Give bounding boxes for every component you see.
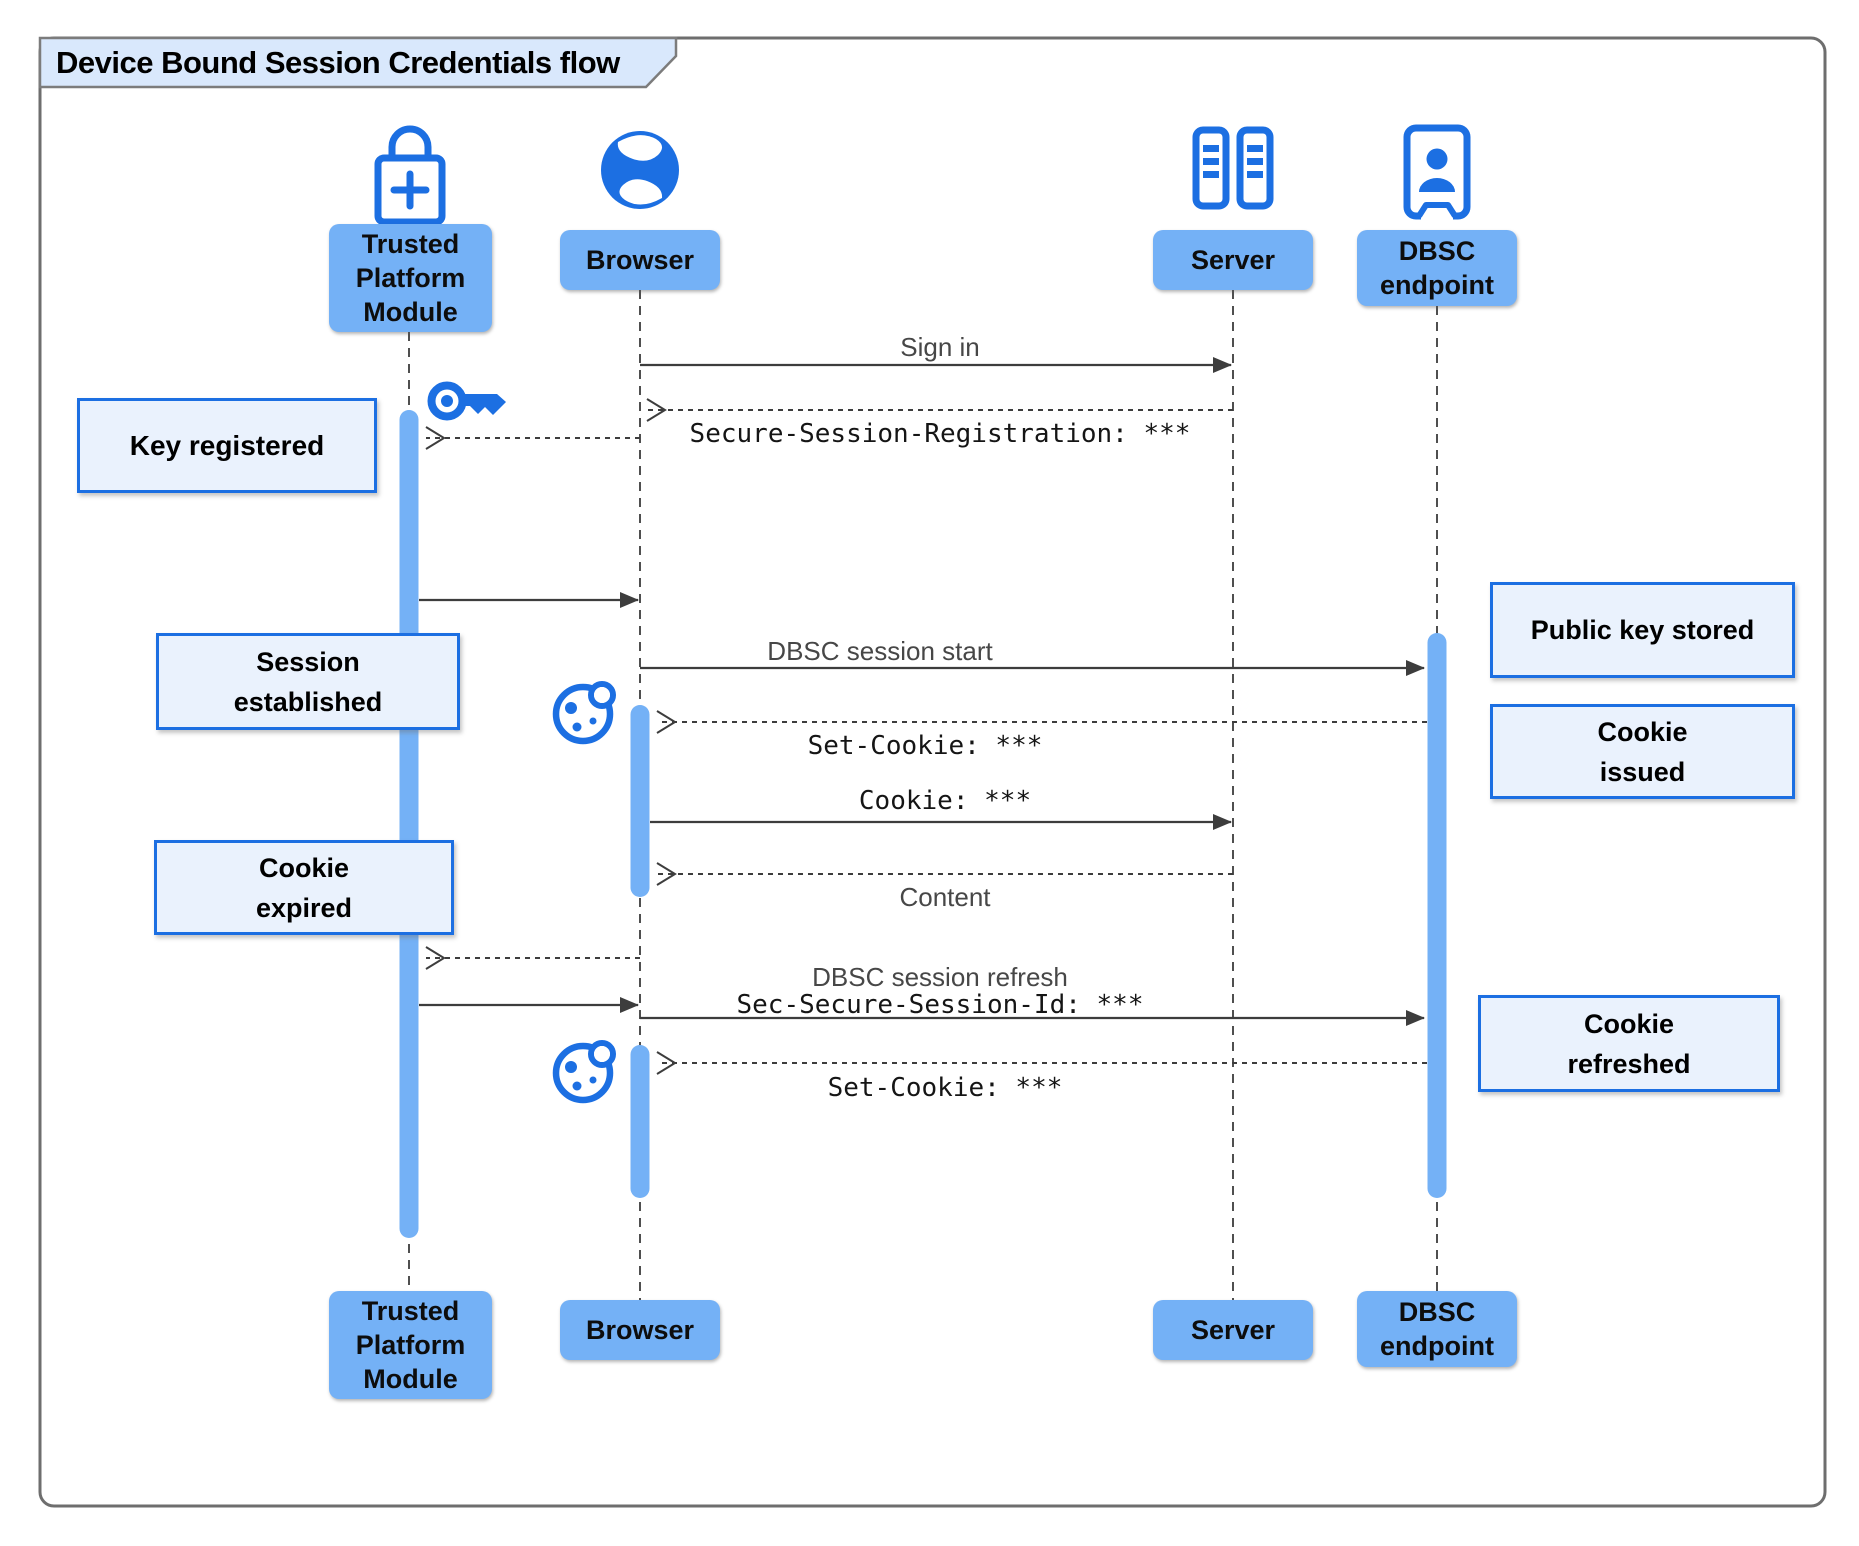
message-label-cookie: Cookie: *** [858, 786, 1032, 816]
actor-label-server-top: Server [1153, 230, 1313, 290]
actor-label-line: Server [1190, 1315, 1276, 1345]
actor-label-browser-top: Browser [560, 230, 720, 290]
actor-label-dbsc-bottom: DBSC endpoint [1357, 1291, 1517, 1367]
globe-icon [601, 131, 679, 209]
actor-label-line: Trusted [361, 229, 460, 259]
actor-label-dbsc-top: DBSC endpoint [1357, 230, 1517, 306]
message-label-secure-session-registration: Secure-Session-Registration: *** [689, 419, 1191, 449]
actor-label-line: Browser [585, 245, 695, 275]
actor-label-line: Module [363, 297, 458, 327]
actor-label-browser-bottom: Browser [560, 1300, 720, 1360]
id-badge-person-icon [1403, 124, 1471, 220]
key-icon [427, 381, 506, 421]
activation-bar-browser-1 [630, 705, 650, 897]
note-text: Public key stored [1530, 615, 1755, 645]
diagram-frame [38, 36, 1827, 1508]
actor-label-line: Module [363, 1364, 458, 1394]
note-public-key-stored: Public key stored [1490, 582, 1795, 678]
message-label-set-cookie-2: Set-Cookie: *** [827, 1073, 1063, 1103]
cookie-icon-2 [552, 1040, 616, 1104]
actor-label-line: endpoint [1380, 270, 1494, 300]
note-session-established: Session established [156, 633, 460, 730]
message-label-sec-secure-session-id: Sec-Secure-Session-Id: *** [736, 990, 1144, 1020]
note-text: refreshed [1567, 1048, 1691, 1079]
actor-label-line: Trusted [361, 1296, 460, 1326]
message-label-sign-in: Sign in [900, 332, 980, 362]
message-label-dbsc-session-start: DBSC session start [767, 636, 993, 666]
actor-label-line: Server [1190, 245, 1276, 275]
actor-label-line: DBSC [1398, 236, 1476, 266]
actor-label-line: Platform [355, 263, 466, 293]
cookie-icon-1 [552, 681, 616, 745]
note-text: Cookie [1597, 716, 1688, 747]
note-key-registered: Key registered [77, 398, 377, 493]
message-label-set-cookie-1: Set-Cookie: *** [807, 731, 1043, 761]
note-text: expired [255, 892, 353, 923]
activation-bar-tpm [399, 410, 419, 1238]
note-text: Key registered [129, 429, 325, 461]
actor-label-line: endpoint [1380, 1331, 1494, 1361]
note-cookie-expired: Cookie expired [154, 840, 454, 935]
diagram-title: Device Bound Session Credentials flow [56, 45, 620, 80]
note-cookie-issued: Cookie issued [1490, 704, 1795, 799]
note-text: established [233, 686, 383, 717]
server-racks-icon [1192, 126, 1274, 210]
message-label-dbsc-session-refresh: DBSC session refresh [812, 962, 1068, 992]
actor-label-line: DBSC [1398, 1297, 1476, 1327]
activation-bar-dbsc [1427, 633, 1447, 1198]
actor-label-tpm-bottom: Trusted Platform Module [329, 1291, 492, 1399]
activation-bar-browser-2 [630, 1045, 650, 1198]
actor-label-line: Platform [355, 1330, 466, 1360]
message-label-content: Content [899, 882, 991, 912]
actor-label-server-bottom: Server [1153, 1300, 1313, 1360]
lock-plus-icon [374, 125, 446, 226]
note-text: Cookie [258, 852, 350, 883]
note-text: Session [256, 646, 360, 677]
title-tab [38, 36, 678, 89]
actor-label-tpm-top: Trusted Platform Module [329, 224, 492, 332]
note-text: issued [1599, 756, 1686, 787]
note-text: Cookie [1583, 1008, 1675, 1039]
note-cookie-refreshed: Cookie refreshed [1478, 995, 1780, 1092]
actor-label-line: Browser [585, 1315, 695, 1345]
